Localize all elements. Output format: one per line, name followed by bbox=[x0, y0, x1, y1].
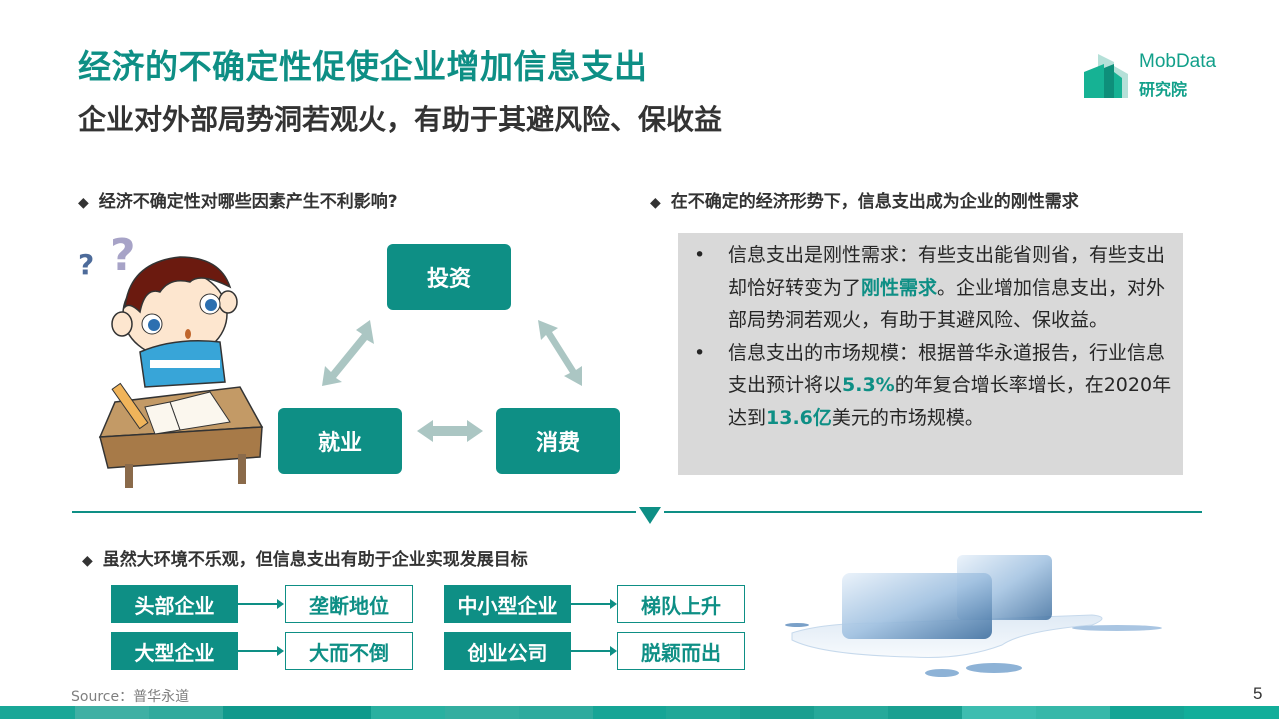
svg-text:?: ? bbox=[78, 248, 94, 281]
mobdata-logo: MobData 研究院 bbox=[1084, 48, 1244, 100]
bullet-text: 的年复合增长率增长，在2020年达到 bbox=[728, 374, 1172, 429]
triangle-down-icon bbox=[639, 507, 661, 524]
section-heading-left: ◆ 经济不确定性对哪些因素产生不利影响? bbox=[78, 187, 398, 212]
goal-monopoly: 垄断地位 bbox=[285, 585, 413, 623]
section-heading-right-text: 在不确定的经济形势下，信息支出成为企业的刚性需求 bbox=[670, 192, 1079, 212]
page-title: 经济的不确定性促使企业增加信息支出 bbox=[78, 47, 648, 86]
goal-move-up: 梯队上升 bbox=[617, 585, 745, 623]
section-heading-left-text: 经济不确定性对哪些因素产生不利影响? bbox=[98, 192, 398, 212]
label-large-enterprise: 大型企业 bbox=[111, 632, 238, 670]
highlight-growth-rate: 5.3% bbox=[842, 374, 895, 396]
bullet-text: 。企业增加信息支出，对外部局势洞若观火，有助于其避风险、保收益。 bbox=[728, 276, 1166, 332]
svg-text:?: ? bbox=[110, 232, 136, 281]
page-subtitle: 企业对外部局势洞若观火，有助于其避风险、保收益 bbox=[78, 103, 723, 136]
section-heading-bottom: ◆ 虽然大环境不乐观，但信息支出有助于企业实现发展目标 bbox=[82, 545, 528, 570]
highlight-market-size: 13.6亿 bbox=[766, 406, 832, 429]
section-heading-right: ◆ 在不确定的经济形势下，信息支出成为企业的刚性需求 bbox=[650, 187, 1079, 212]
info-text-box: 信息支出是刚性需求：有些支出能省则省，有些支出却恰好转变为了刚性需求。企业增加信… bbox=[678, 233, 1183, 475]
arrow-right-icon bbox=[571, 599, 617, 609]
node-employment: 就业 bbox=[278, 408, 402, 474]
arrow-right-icon bbox=[571, 646, 617, 656]
goal-too-big-to-fail: 大而不倒 bbox=[285, 632, 413, 670]
cycle-arrows-icon bbox=[322, 320, 582, 442]
page-number: 5 bbox=[1253, 684, 1263, 703]
label-startup: 创业公司 bbox=[444, 632, 571, 670]
bullet-text: 美元的市场规模。 bbox=[831, 406, 984, 429]
melting-ice-image bbox=[762, 545, 1217, 695]
footer-color-bar bbox=[0, 706, 1279, 719]
diamond-icon: ◆ bbox=[650, 195, 661, 211]
arrow-right-icon bbox=[238, 599, 284, 609]
arrow-right-icon bbox=[238, 646, 284, 656]
diamond-icon: ◆ bbox=[78, 195, 89, 211]
section-heading-bottom-text: 虽然大环境不乐观，但信息支出有助于企业实现发展目标 bbox=[102, 550, 528, 570]
label-leading-enterprise: 头部企业 bbox=[111, 585, 238, 623]
node-consumption: 消费 bbox=[496, 408, 620, 474]
node-investment: 投资 bbox=[387, 244, 511, 310]
bullet-market-size: 信息支出的市场规模：根据普华永道报告，行业信息支出预计将以5.3%的年复合增长率… bbox=[688, 337, 1173, 435]
source-note: Source：普华永道 bbox=[71, 689, 190, 705]
boy-thinking-illustration: ? ? bbox=[70, 230, 270, 490]
bullet-text: 信息支出是刚性需求：有些支出能省则省，有些支出却恰好转变为了 bbox=[728, 244, 1166, 299]
highlight-rigid-demand: 刚性需求 bbox=[861, 276, 938, 299]
diamond-icon: ◆ bbox=[82, 553, 93, 569]
building-logo-icon bbox=[1084, 54, 1128, 98]
goal-stand-out: 脱颖而出 bbox=[617, 632, 745, 670]
bullet-rigid-demand: 信息支出是刚性需求：有些支出能省则省，有些支出却恰好转变为了刚性需求。企业增加信… bbox=[688, 239, 1173, 337]
label-sme: 中小型企业 bbox=[444, 585, 571, 623]
logo-name: MobData bbox=[1139, 51, 1217, 72]
logo-subtitle: 研究院 bbox=[1139, 80, 1188, 99]
bullet-text: 信息支出的市场规模：根据普华永道报告，行业信息支出预计将以 bbox=[728, 341, 1166, 397]
